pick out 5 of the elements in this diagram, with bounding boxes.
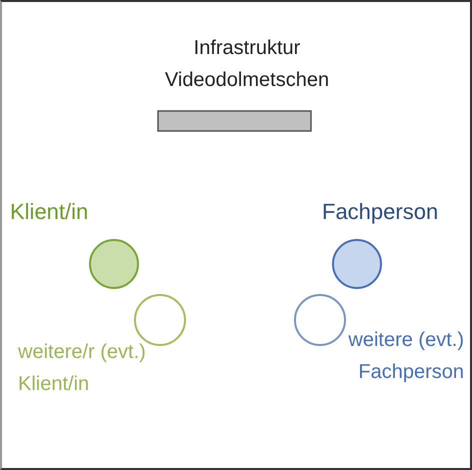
node-label: weitere/r (evt.) Klient/in [18, 340, 147, 397]
node-label: Infrastruktur Videodolmetschen [164, 36, 330, 93]
node-label: weitere (evt.) Fachperson [347, 328, 464, 385]
node-label: Fachperson [322, 198, 440, 226]
node-label: Klient/in [10, 198, 90, 226]
